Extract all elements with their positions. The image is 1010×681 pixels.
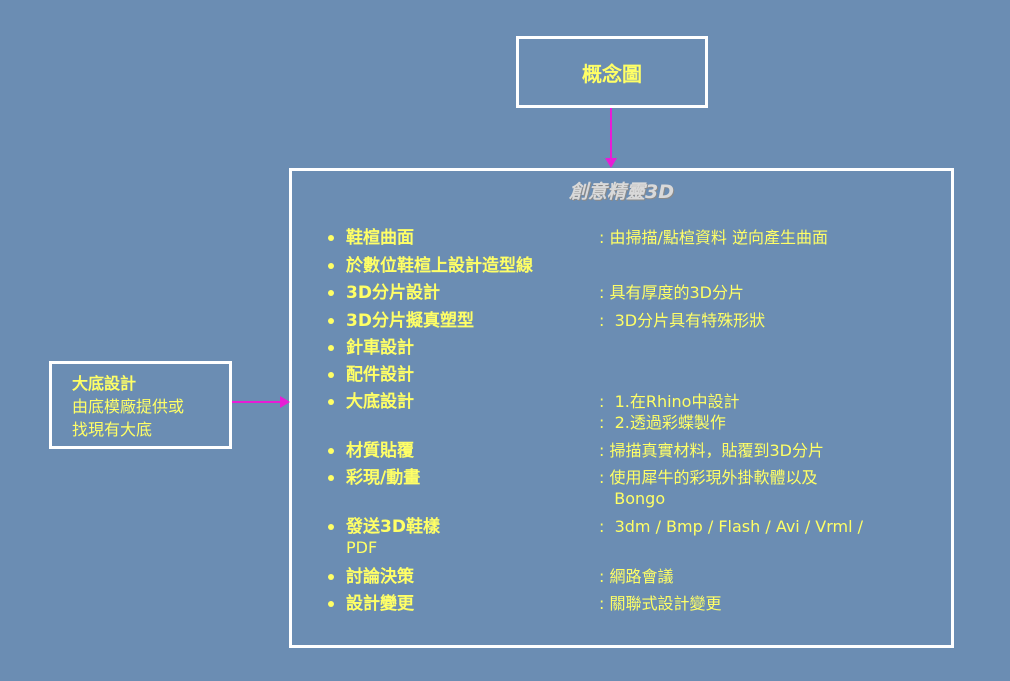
side-box: 大底設計 由底模廠提供或 找現有大底 (49, 361, 232, 449)
list-item-desc: : 掃描真實材料，貼覆到3D分片 (599, 441, 824, 460)
list-item-label: 配件設計 (328, 365, 414, 385)
list-item-label: 討論決策 (328, 567, 414, 587)
side-text-line: 找現有大底 (72, 420, 153, 439)
list-item-desc: : 具有厚度的3D分片 (599, 283, 744, 302)
main-title: 創意精靈3D (569, 181, 674, 203)
list-item-desc: : 2.透過彩蝶製作 (599, 413, 726, 432)
list-item-label: 針車設計 (328, 338, 414, 358)
down-arrow-head (605, 158, 617, 168)
right-arrow-head (280, 396, 290, 408)
list-item-desc: : 由掃描/點楦資料 逆向產生曲面 (599, 228, 828, 247)
list-item-desc: : 1.在Rhino中設計 (599, 392, 740, 411)
list-item-desc: : 3D分片具有特殊形狀 (599, 311, 766, 330)
right-arrow-line (232, 401, 282, 403)
side-title: 大底設計 (72, 374, 137, 393)
list-item-label: 3D分片設計 (328, 283, 440, 303)
list-item-desc: : 網路會議 (599, 567, 674, 586)
side-text-line: 由底模廠提供或 (72, 397, 185, 416)
list-item-label: 設計變更 (328, 594, 414, 614)
list-item-label: 於數位鞋楦上設計造型線 (328, 256, 533, 276)
list-item-label: 彩現/動畫 (327, 468, 421, 488)
list-item-desc: : 使用犀牛的彩現外掛軟體以及 (599, 468, 818, 487)
main-box: 創意精靈3D (289, 168, 954, 648)
list-item-desc: : 關聯式設計變更 (599, 594, 722, 613)
concept-box: 概念圖 (516, 36, 708, 108)
list-item-label: 發送3D鞋樣 (328, 517, 440, 537)
list-item-label: 鞋楦曲面 (328, 228, 414, 248)
list-item-label: 3D分片擬真塑型 (328, 311, 474, 331)
list-item-desc: Bongo (599, 489, 666, 508)
down-arrow-line (610, 108, 612, 160)
concept-title: 概念圖 (582, 61, 642, 86)
list-item-label: 材質貼覆 (328, 441, 414, 461)
list-item-label: 大底設計 (328, 392, 414, 412)
list-item-continuation: PDF (346, 538, 378, 557)
list-item-desc: : 3dm / Bmp / Flash / Avi / Vrml / (599, 517, 864, 536)
